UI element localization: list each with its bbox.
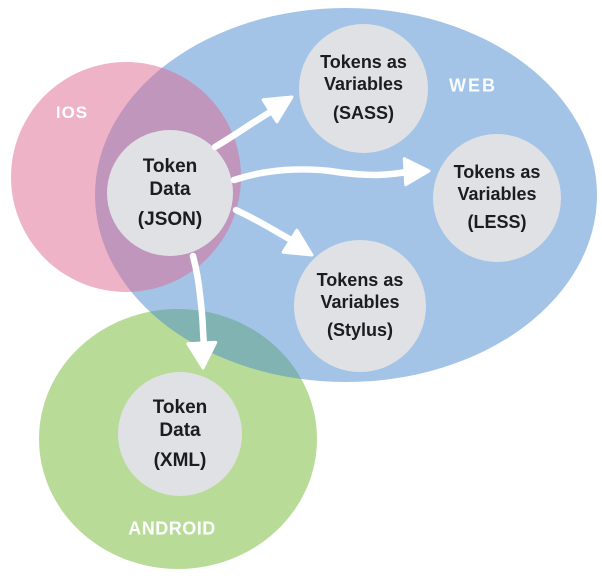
node-line: Variables — [457, 183, 537, 204]
node-format-label: (JSON) — [137, 209, 203, 231]
node-format-label: (XML) — [153, 450, 207, 472]
node-line: Token — [152, 396, 208, 418]
node-tokens-as-variables-stylus: Tokens as Variables (Stylus) — [294, 240, 426, 372]
node-tokens-as-variables-less: Tokens as Variables (LESS) — [433, 134, 561, 262]
node-line: Variables — [320, 291, 400, 312]
ios-set-label: IOS — [55, 103, 89, 122]
node-line: Variables — [323, 74, 404, 95]
node-line: Data — [149, 178, 191, 200]
node-line: Token — [142, 155, 198, 177]
node-format-label: (SASS) — [332, 102, 394, 123]
android-set-label: ANDROID — [128, 518, 216, 539]
node-line: Data — [159, 419, 201, 441]
node-line: Tokens as — [320, 52, 407, 73]
node-line: Tokens as — [453, 161, 541, 182]
node-token-data-json: Token Data (JSON) — [107, 130, 233, 256]
node-tokens-as-variables-sass: Tokens as Variables (SASS) — [299, 24, 428, 153]
node-format-label: (LESS) — [467, 212, 527, 233]
web-set-label: WEB — [449, 75, 497, 96]
node-format-label: (Stylus) — [326, 320, 393, 341]
node-token-data-xml: Token Data (XML) — [118, 372, 242, 496]
node-line: Tokens as — [316, 269, 404, 290]
